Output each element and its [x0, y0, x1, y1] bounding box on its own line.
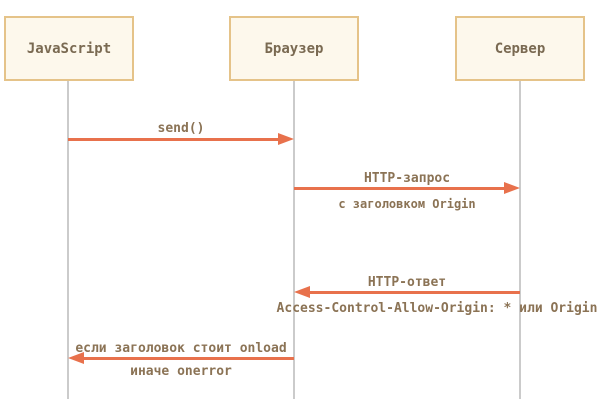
actor-label-javascript: JavaScript — [26, 40, 112, 57]
arrowhead-right-icon — [504, 182, 520, 194]
message-arrow-send — [68, 138, 278, 141]
message-label-onload: если заголовок стоит onload — [75, 341, 287, 356]
message-sublabel-acao-header: Access-Control-Allow-Origin: * или Origi… — [276, 301, 598, 316]
message-label-http-response: HTTP-ответ — [367, 275, 447, 290]
actor-box-browser: Браузер — [229, 16, 359, 81]
arrowhead-left-icon — [294, 286, 310, 298]
message-sublabel-origin-header: с заголовком Origin — [338, 197, 476, 211]
actor-label-browser: Браузер — [264, 40, 324, 57]
message-arrow-http-request — [294, 187, 504, 190]
message-sublabel-onerror: иначе onerror — [130, 364, 232, 379]
actor-box-javascript: JavaScript — [4, 16, 134, 81]
arrowhead-left-icon — [68, 352, 84, 364]
actor-label-server: Сервер — [494, 40, 546, 57]
message-arrow-http-response — [310, 291, 520, 294]
message-arrow-callback — [84, 357, 294, 360]
message-label-send: send() — [157, 121, 205, 136]
arrowhead-right-icon — [278, 133, 294, 145]
lifeline-browser — [293, 81, 295, 399]
lifeline-server — [519, 81, 521, 399]
actor-box-server: Сервер — [455, 16, 585, 81]
lifeline-javascript — [67, 81, 69, 399]
message-label-http-request: HTTP-запрос — [363, 171, 451, 186]
